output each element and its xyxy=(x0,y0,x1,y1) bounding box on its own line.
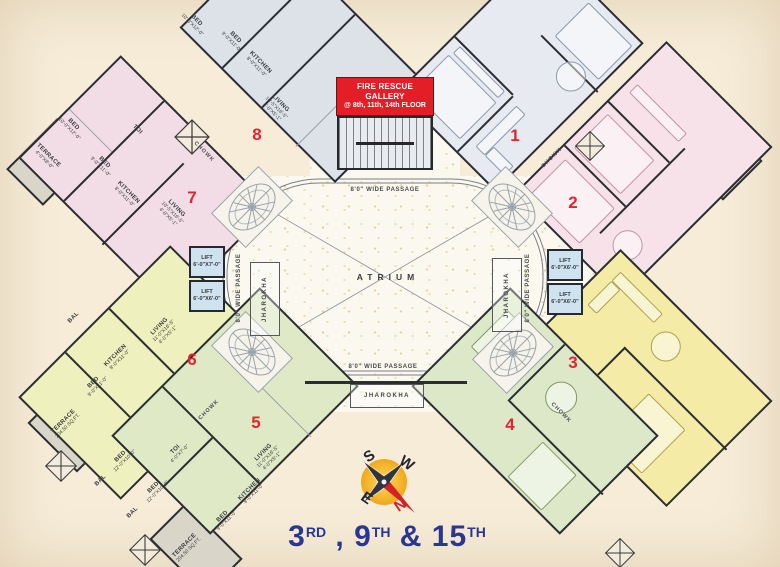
compass-label-east: E xyxy=(358,488,376,508)
banner-line-2: @ 8th, 11th, 14th FLOOR xyxy=(344,102,426,110)
jharokha-bottom: JHAROKHA xyxy=(350,384,424,408)
lift-dim: 6'-0"X6'-0" xyxy=(551,265,579,271)
unit-number-4: 4 xyxy=(505,415,515,434)
jharokha-label: JHAROKHA xyxy=(363,393,410,399)
lift-box: LIFT 6'-0"X6'-0" xyxy=(189,280,225,312)
lift-box: LIFT 6'-0"X7'-0" xyxy=(189,246,225,278)
unit-number-6: 6 xyxy=(187,350,197,369)
passage-label-bottom: 8'0" WIDE PASSAGE xyxy=(348,364,418,370)
unit-number-5: 5 xyxy=(251,413,261,432)
staircase xyxy=(337,116,433,170)
room-label-balcony: BAL xyxy=(66,310,81,325)
passage-label-right: 8'0" WIDE PASSAGE xyxy=(525,253,531,323)
lift-dim: 6'-0"X7'-0" xyxy=(193,262,221,268)
lift-label: LIFT xyxy=(559,258,571,265)
sofa-furniture xyxy=(484,146,514,176)
unit-number-7: 7 xyxy=(187,188,197,207)
sofa-furniture xyxy=(611,271,663,324)
compass-star xyxy=(362,460,406,504)
passage-label-top: 8'0" WIDE PASSAGE xyxy=(350,187,420,193)
jharokha-label: JHAROKHA xyxy=(504,271,511,319)
unit-number-1: 1 xyxy=(510,126,520,145)
banner-line-1: FIRE RESCUE GALLERY xyxy=(357,82,413,102)
atrium-label: ATRIUM xyxy=(356,272,420,282)
lift-dim: 6'-0"X6'-0" xyxy=(193,296,221,302)
lift-dim: 6'-0"X6'-0" xyxy=(551,299,579,305)
unit-number-3: 3 xyxy=(568,353,578,372)
room-label-balcony: BAL xyxy=(125,505,140,520)
floors-title: 3RD , 9TH & 15TH xyxy=(288,520,486,553)
compass-rose: S W E N xyxy=(358,446,418,515)
compass-label-north: N xyxy=(391,495,410,515)
lift-label: LIFT xyxy=(201,255,213,262)
unit-number-8: 8 xyxy=(252,125,262,144)
dining-table-furniture xyxy=(644,325,687,368)
jharokha-label: JHAROKHA xyxy=(262,275,269,323)
compass-label-south: S xyxy=(360,446,378,466)
lift-label: LIFT xyxy=(201,289,213,296)
jharokha-left: JHAROKHA xyxy=(250,262,280,336)
bed-furniture xyxy=(507,441,577,511)
unit-number-2: 2 xyxy=(568,193,578,212)
corridor-wall xyxy=(305,381,467,384)
lift-label: LIFT xyxy=(559,292,571,299)
compass-needle-north xyxy=(384,482,415,513)
compass-label-west: W xyxy=(396,452,418,475)
sofa-furniture xyxy=(587,280,621,315)
jharokha-right: JHAROKHA xyxy=(492,258,522,332)
balcony-hatch xyxy=(605,538,635,567)
lift-box: LIFT 6'-0"X6'-0" xyxy=(547,249,583,281)
fire-rescue-banner: FIRE RESCUE GALLERY @ 8th, 11th, 14th FL… xyxy=(336,77,434,116)
passage-label-left: 8'0" WIDE PASSAGE xyxy=(236,253,242,323)
lift-box: LIFT 6'-0"X6'-0" xyxy=(547,283,583,315)
